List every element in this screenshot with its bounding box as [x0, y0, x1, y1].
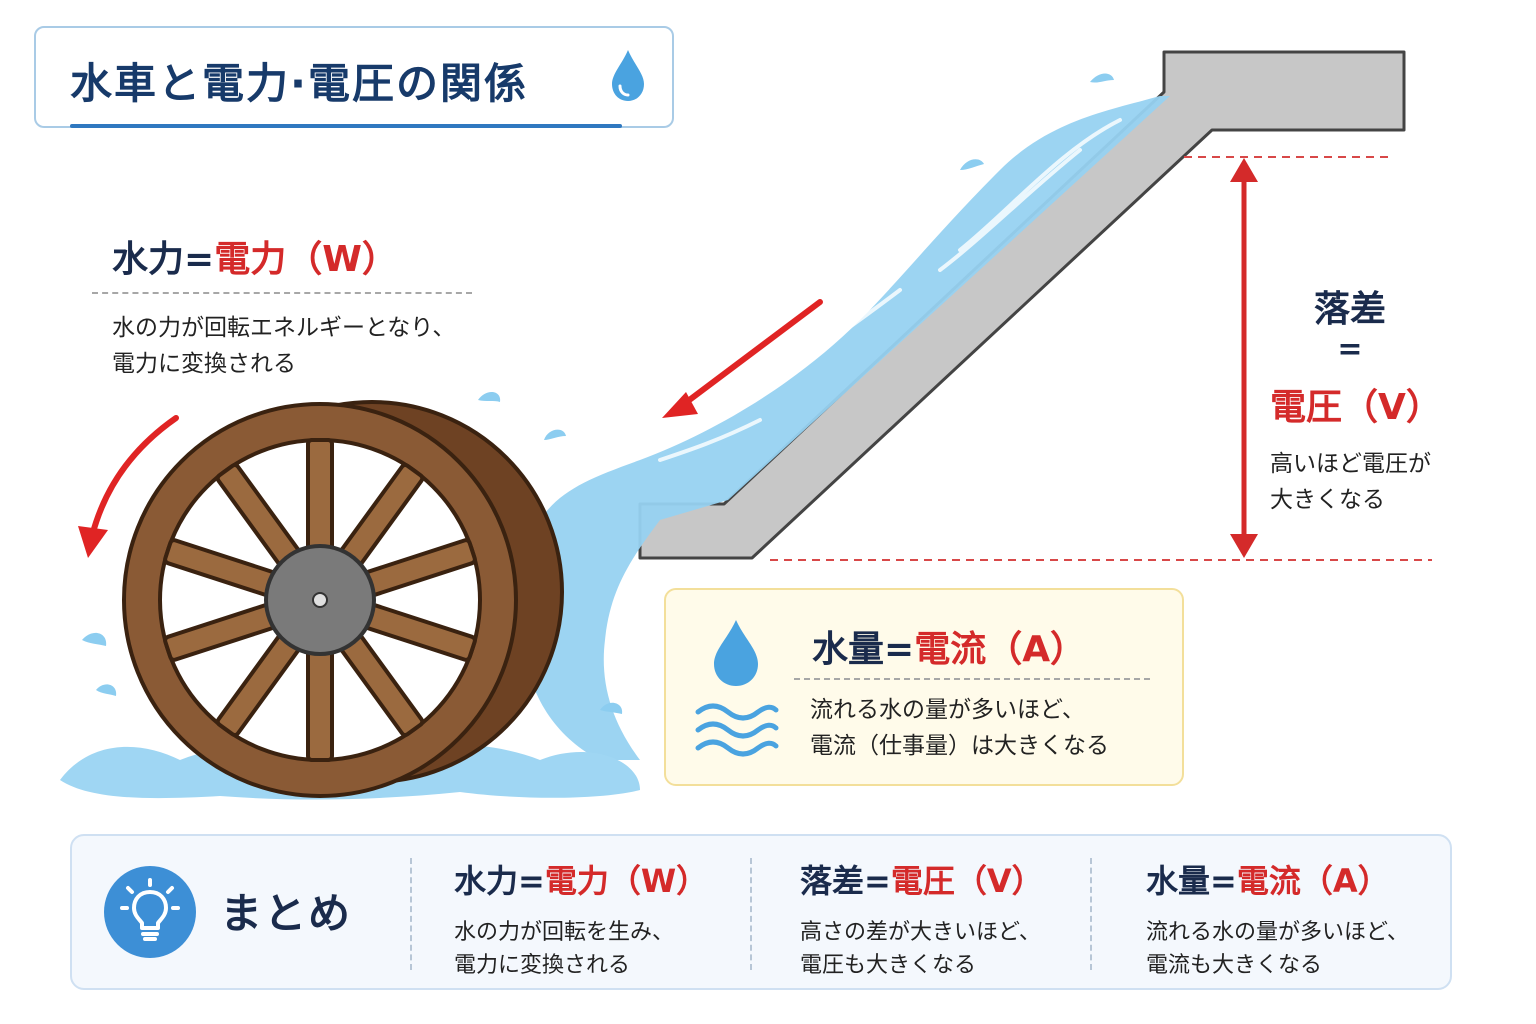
flow-divider [794, 678, 1150, 680]
summary-item-power: 水力=電力（W） 水の力が回転を生み、 電力に変換される [454, 856, 754, 982]
title-box: 水車と電力·電圧の関係 [34, 26, 674, 128]
summary-panel: まとめ 水力=電力（W） 水の力が回転を生み、 電力に変換される 落差=電圧（V… [70, 834, 1452, 990]
summary-power-desc: 水の力が回転を生み、 電力に変換される [454, 916, 754, 982]
summary-power-left: 水力 [454, 862, 519, 900]
summary-voltage-right: 電圧（V） [890, 862, 1044, 900]
water-stream [520, 96, 1170, 760]
head-equals: = [1337, 332, 1363, 367]
summary-item-voltage: 落差=電圧（V） 高さの差が大きいほど、 電圧も大きくなる [800, 856, 1100, 982]
summary-current-desc: 流れる水の量が多いほど、 電流も大きくなる [1146, 916, 1446, 982]
summary-voltage-desc: 高さの差が大きいほど、 電圧も大きくなる [800, 916, 1100, 982]
waves-icon [695, 703, 779, 757]
summary-voltage-left: 落差 [800, 862, 865, 900]
summary-power-heading: 水力=電力（W） [454, 856, 754, 902]
summary-divider [1090, 858, 1092, 970]
flow-desc-line2: 電流（仕事量）は大きくなる [810, 733, 1109, 759]
summary-current-heading: 水量=電流（A） [1146, 856, 1446, 902]
page-title: 水車と電力·電圧の関係 [70, 59, 528, 108]
summary-voltage-desc-line1: 高さの差が大きいほど、 [800, 920, 1041, 945]
summary-power-desc-line1: 水の力が回転を生み、 [454, 920, 675, 945]
flow-left-label: 水量 [812, 629, 885, 670]
summary-divider [750, 858, 752, 970]
flow-right-label: 電流（A） [914, 629, 1087, 670]
summary-power-equals: = [518, 862, 545, 900]
summary-voltage-equals: = [864, 862, 891, 900]
summary-power-desc-line2: 電力に変換される [454, 953, 631, 978]
lightbulb-icon [104, 866, 196, 958]
summary-current-equals: = [1210, 862, 1237, 900]
summary-voltage-desc-line2: 電圧も大きくなる [800, 953, 977, 978]
water-drop-icon [612, 50, 644, 101]
power-desc-line2: 電力に変換される [112, 351, 296, 377]
flow-desc-line1: 流れる水の量が多いほど、 [810, 697, 1085, 723]
head-description: 高いほど電圧が 大きくなる [1270, 446, 1490, 518]
voltage-label: 電圧（V） [1270, 387, 1442, 428]
summary-current-desc-line1: 流れる水の量が多いほど、 [1146, 920, 1409, 945]
summary-current-left: 水量 [1146, 862, 1211, 900]
power-description: 水の力が回転エネルギーとなり、 電力に変換される [112, 310, 532, 382]
head-label: 落差 [1313, 289, 1386, 330]
flow-description: 流れる水の量が多いほど、 電流（仕事量）は大きくなる [810, 692, 1180, 764]
flow-heading: 水量=電流（A） [812, 620, 1086, 672]
power-right-label: 電力（W） [214, 239, 398, 280]
water-drop-icon [714, 620, 758, 686]
rotation-arrow [89, 415, 179, 539]
power-left-label: 水力 [112, 239, 185, 280]
summary-power-right: 電力（W） [544, 862, 709, 900]
head-desc-line1: 高いほど電圧が [1270, 451, 1431, 477]
head-desc-line2: 大きくなる [1270, 487, 1385, 513]
water-wheel [122, 400, 564, 798]
power-divider [92, 292, 472, 294]
summary-item-current: 水量=電流（A） 流れる水の量が多いほど、 電流も大きくなる [1146, 856, 1446, 982]
summary-divider [410, 858, 412, 970]
summary-title: まとめ [220, 889, 353, 938]
summary-voltage-heading: 落差=電圧（V） [800, 856, 1100, 902]
power-equals: = [184, 239, 215, 280]
summary-current-desc-line2: 電流も大きくなる [1146, 953, 1323, 978]
title-underline [70, 124, 622, 128]
summary-current-right: 電流（A） [1236, 862, 1390, 900]
flow-equals: = [884, 629, 915, 670]
power-heading: 水力=電力（W） [112, 230, 398, 282]
flow-info-box: 水量=電流（A） 流れる水の量が多いほど、 電流（仕事量）は大きくなる [664, 588, 1184, 786]
flow-direction-arrow [681, 299, 823, 407]
power-desc-line1: 水の力が回転エネルギーとなり、 [112, 315, 456, 341]
